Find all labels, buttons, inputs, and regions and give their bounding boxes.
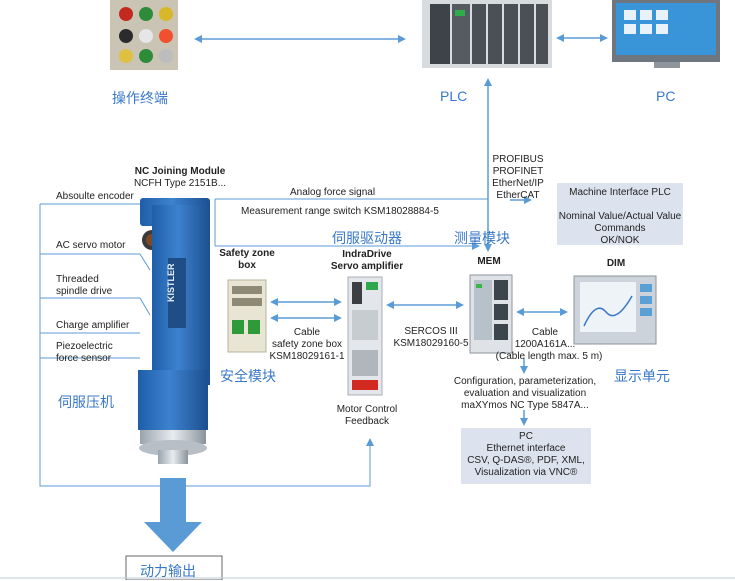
dim-display-image xyxy=(573,275,657,345)
power-output-arrow xyxy=(144,478,202,552)
analog-force-label: Analog force signal xyxy=(290,187,376,198)
mem-device-image xyxy=(469,274,513,354)
safety-cable-3: KSM18029161-1 xyxy=(269,351,345,362)
fieldbus-1: PROFIBUS xyxy=(492,154,544,165)
servo-press-label: 伺服压机 xyxy=(58,395,114,411)
dim-title: DIM xyxy=(606,258,626,269)
dim-cable-2: 1200A161A... xyxy=(514,339,576,350)
measurement-switch-label: Measurement range switch KSM18028884-5 xyxy=(241,206,439,217)
servo-amp-title-1: IndraDrive xyxy=(342,249,392,260)
safety-cable-1: Cable xyxy=(293,327,321,338)
safety-module-label: 安全模块 xyxy=(220,369,276,385)
motor-feedback-2: Feedback xyxy=(345,416,389,427)
measurement-module-label: 测量模块 xyxy=(454,231,510,247)
config-line-2: evaluation and visualization xyxy=(463,388,587,399)
fieldbus-3: EtherNet/IP xyxy=(492,178,544,189)
callout-charge-amp: Charge amplifier xyxy=(56,320,130,331)
pc-box-line-3: Visualization via VNC® xyxy=(474,467,578,478)
hmi-panel-image xyxy=(110,0,178,70)
safety-zone-box-image xyxy=(227,279,267,353)
safety-cable-2: safety zone box xyxy=(271,339,343,350)
machine-interface-box: Machine Interface PLC Nominal Value/Actu… xyxy=(557,183,683,246)
config-line-3: maXYmos NC Type 5847A... xyxy=(461,400,589,411)
module-title: NC Joining Module xyxy=(134,166,226,177)
motor-feedback-1: Motor Control xyxy=(336,404,398,415)
machine-interface-line-1: Nominal Value/Actual Value xyxy=(558,211,682,222)
plc-label: PLC xyxy=(440,88,468,104)
pc-box-line-1: Ethernet interface xyxy=(486,443,566,454)
machine-interface-line-2: Commands xyxy=(594,223,646,234)
mem-title: MEM xyxy=(477,256,501,267)
dim-cable-3: (Cable length max. 5 m) xyxy=(495,351,603,362)
servo-amp-title-2: Servo amplifier xyxy=(330,261,404,272)
module-subtitle: NCFH Type 2151B... xyxy=(133,178,227,189)
callout-spindle-1: Threaded xyxy=(56,274,99,285)
callout-spindle-2: spindle drive xyxy=(56,286,113,297)
machine-interface-line-3: OK/NOK xyxy=(600,235,640,246)
pc-box-line-2: CSV, Q-DAS®, PDF, XML, xyxy=(467,455,585,466)
callout-lines xyxy=(39,203,371,487)
pc-box-title: PC xyxy=(519,431,533,442)
pc-interface-box: PC Ethernet interface CSV, Q-DAS®, PDF, … xyxy=(461,428,591,484)
power-output-label: 动力输出 xyxy=(140,564,196,580)
display-unit-label: 显示单元 xyxy=(614,369,670,385)
callout-piezo-2: force sensor xyxy=(56,353,112,364)
plc-rack-image xyxy=(422,0,552,68)
hmi-label: 操作终端 xyxy=(112,91,168,107)
sercos-label-1: SERCOS III xyxy=(404,326,458,337)
fieldbus-4: EtherCAT xyxy=(496,190,540,201)
pc-monitor-image xyxy=(612,0,720,68)
callout-piezo-1: Piezoelectric xyxy=(56,341,113,352)
pc-label: PC xyxy=(656,88,676,104)
nc-joining-module-image xyxy=(138,198,210,464)
callout-servo-motor: AC servo motor xyxy=(56,240,126,251)
safety-title-1: Safety zone xyxy=(219,248,275,259)
servo-amplifier-image xyxy=(347,276,383,396)
callout-encoder: Absoulte encoder xyxy=(56,191,134,202)
module-brand-text: KISTLER xyxy=(166,263,176,302)
sercos-label-2: KSM18029160-5 xyxy=(393,338,469,349)
dim-cable-1: Cable xyxy=(531,327,559,338)
power-output-box xyxy=(125,555,223,580)
fieldbus-2: PROFINET xyxy=(492,166,544,177)
machine-interface-title: Machine Interface PLC xyxy=(569,187,671,198)
safety-title-2: box xyxy=(238,260,256,271)
config-line-1: Configuration, parameterization, xyxy=(453,376,597,387)
servo-driver-label: 伺服驱动器 xyxy=(332,231,402,247)
